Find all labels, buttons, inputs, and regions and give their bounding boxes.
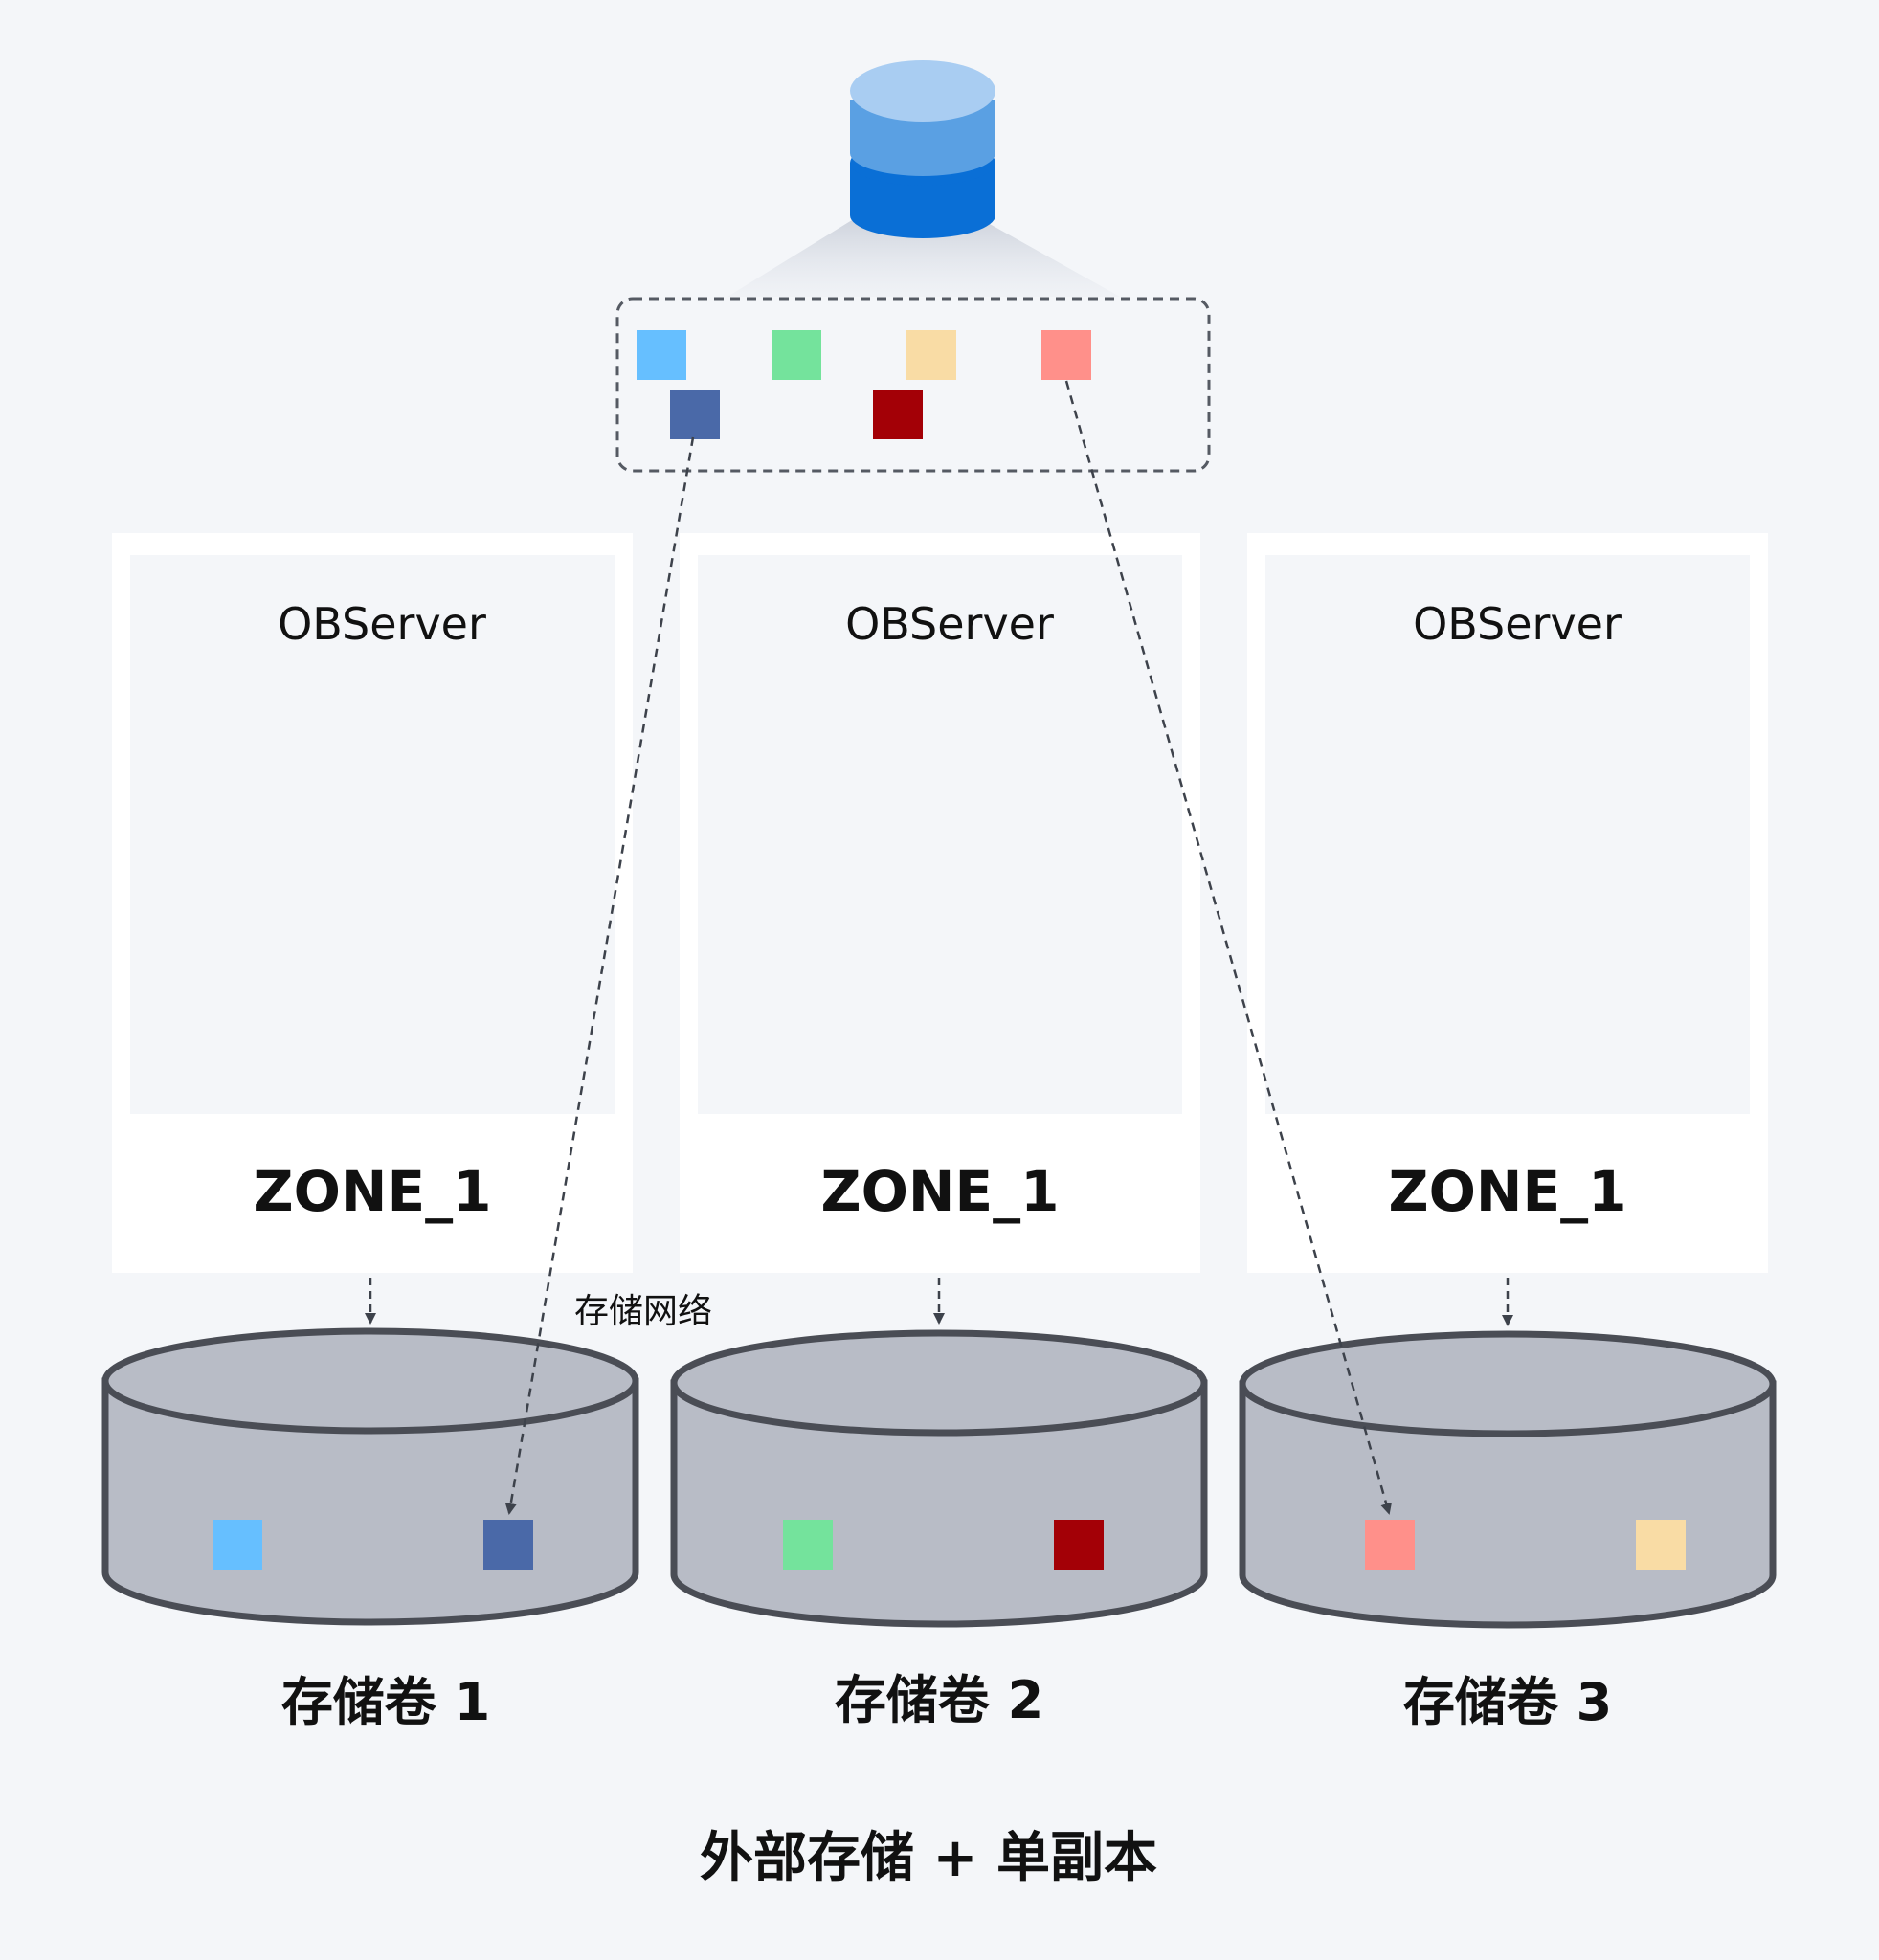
volume-label: 存储卷 3 xyxy=(1403,1672,1612,1732)
observer-label: OBServer xyxy=(845,598,1054,650)
stored-partition-block xyxy=(1365,1520,1415,1570)
partition-block xyxy=(1041,330,1091,380)
partition-block xyxy=(772,330,821,380)
stored-partition-block xyxy=(213,1520,262,1570)
partition-block xyxy=(637,330,686,380)
pink-partition-arrow xyxy=(1064,380,1393,1515)
partition-group xyxy=(615,297,1211,473)
database-beam xyxy=(727,182,1120,297)
stored-partition-block xyxy=(1636,1520,1686,1570)
zone-label: ZONE_1 xyxy=(1389,1159,1627,1224)
database-icon xyxy=(850,60,995,238)
partition-block xyxy=(670,390,720,439)
volume-blocks xyxy=(213,1520,1686,1570)
storage-volume-3: 存储卷 3 xyxy=(1239,1330,1777,1732)
storage-network-label: 存储网络 xyxy=(574,1292,712,1331)
zone-label: ZONE_1 xyxy=(254,1159,492,1224)
volume-label: 存储卷 2 xyxy=(835,1670,1043,1730)
zone-label: ZONE_1 xyxy=(821,1159,1060,1224)
partitions xyxy=(637,330,1091,439)
observer-box xyxy=(698,555,1182,1114)
stored-partition-block xyxy=(1054,1520,1104,1570)
server-panel-1: OBServer ZONE_1 xyxy=(112,533,633,1273)
stored-partition-block xyxy=(783,1520,833,1570)
steel-partition-arrow xyxy=(504,436,695,1515)
partition-block xyxy=(906,330,956,380)
server-panel-2: OBServer ZONE_1 xyxy=(680,533,1200,1273)
diagram-caption: 外部存储 + 单副本 xyxy=(700,1827,1157,1889)
zone-to-volume-arrows xyxy=(365,1278,1513,1326)
volume-label: 存储卷 1 xyxy=(281,1672,490,1732)
partition-to-storage-arrows xyxy=(504,380,1393,1515)
server-panel-3: OBServer ZONE_1 xyxy=(1247,533,1768,1273)
servers: OBServer ZONE_1 OBServer ZONE_1 OBServer… xyxy=(112,533,1768,1273)
observer-label: OBServer xyxy=(1413,598,1622,650)
storage-volume-1: 存储卷 1 xyxy=(101,1327,639,1732)
observer-box xyxy=(130,555,615,1114)
stored-partition-block xyxy=(483,1520,533,1570)
storage-volume-2: 存储卷 2 xyxy=(670,1329,1208,1730)
storage-volumes: 存储卷 1 存储卷 2 存储卷 3 xyxy=(101,1327,1777,1732)
observer-label: OBServer xyxy=(278,598,486,650)
observer-box xyxy=(1265,555,1750,1114)
partition-block xyxy=(873,390,923,439)
